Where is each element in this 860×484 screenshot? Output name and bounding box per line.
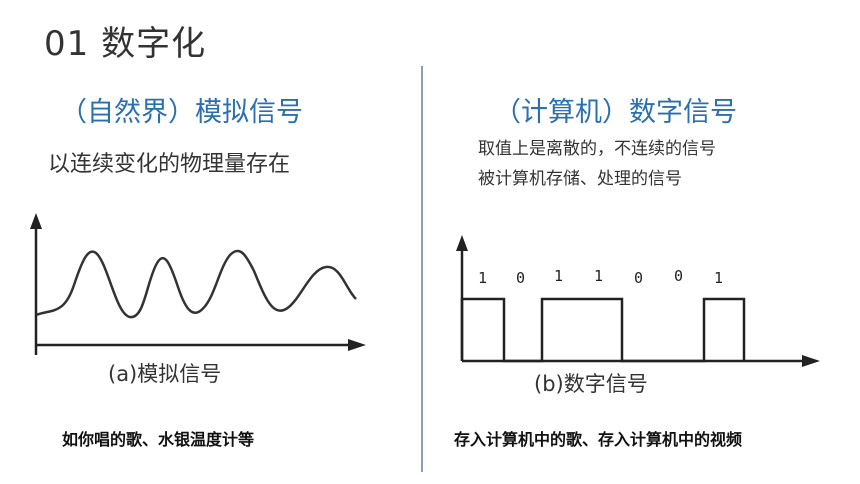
- digital-heading: （计算机）数字信号: [494, 97, 737, 128]
- analog-signal-diagram: (a)模拟信号: [30, 213, 366, 386]
- digital-description-line-2: 被计算机存储、处理的信号: [478, 169, 682, 189]
- column-divider: [421, 66, 423, 472]
- digital-square-wave: [460, 297, 746, 363]
- analog-diagram-caption: (a)模拟信号: [108, 362, 221, 386]
- digital-description: 取值上是离散的，不连续的信号 被计算机存储、处理的信号: [478, 134, 716, 194]
- analog-heading: （自然界）模拟信号: [60, 97, 303, 128]
- bit-label-2: 0: [516, 269, 525, 287]
- bit-label-5: 0: [634, 269, 643, 287]
- analog-description: 以连续变化的物理量存在: [48, 152, 291, 177]
- bit-label-1: 1: [478, 269, 487, 287]
- analog-example: 如你唱的歌、水银温度计等: [62, 430, 255, 449]
- digital-signal-diagram: 1 0 1 1 0 0 1 (b)数字信号: [456, 235, 820, 396]
- digital-diagram-caption: (b)数字信号: [534, 372, 648, 396]
- bit-label-7: 1: [714, 269, 723, 287]
- analog-x-arrow: [348, 339, 366, 351]
- digital-description-line-1: 取值上是离散的，不连续的信号: [478, 139, 716, 159]
- digital-example: 存入计算机中的歌、存入计算机中的视频: [454, 430, 743, 449]
- bit-label-6: 0: [674, 267, 683, 285]
- digital-y-arrow: [456, 235, 468, 251]
- analog-wave: [35, 249, 357, 319]
- bit-label-3: 1: [554, 267, 563, 285]
- digital-x-arrow: [802, 355, 820, 367]
- analog-y-arrow: [30, 213, 42, 229]
- slide-title: 01 数字化: [44, 24, 207, 64]
- bit-label-4: 1: [594, 267, 603, 285]
